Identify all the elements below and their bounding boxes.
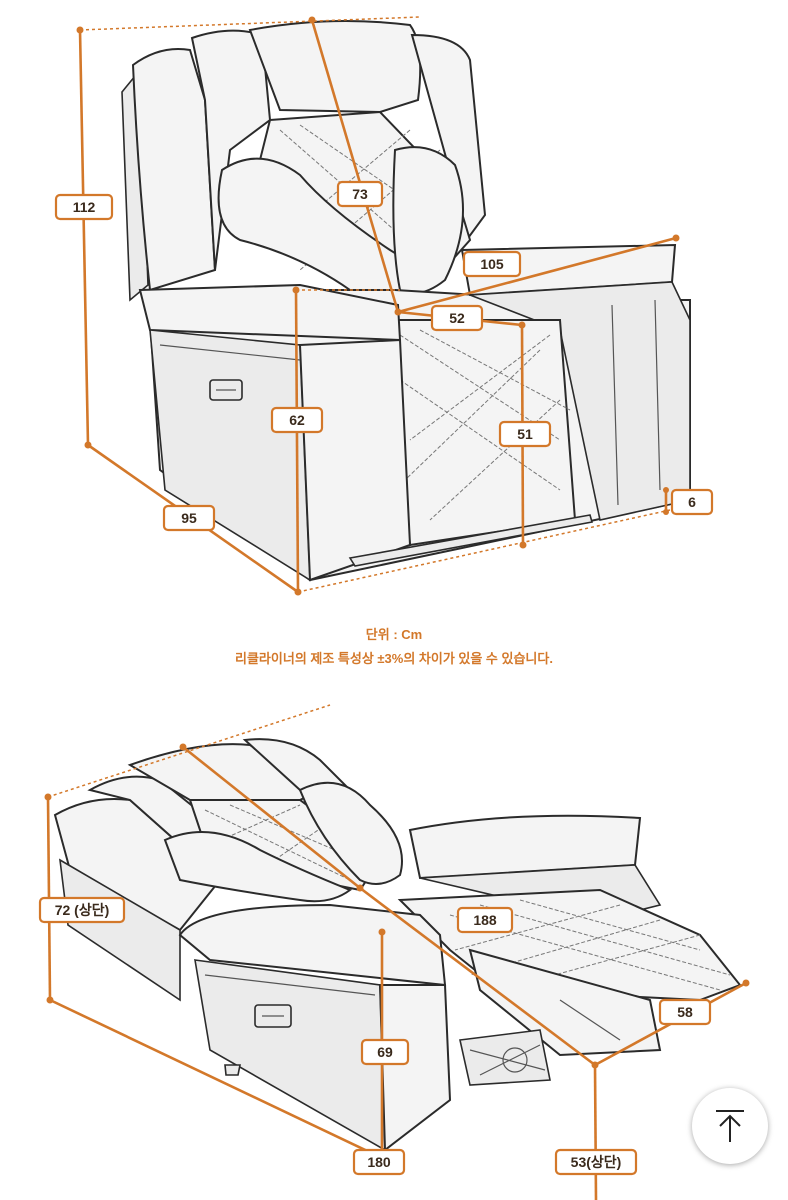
svg-text:53(상단): 53(상단): [571, 1154, 622, 1170]
svg-text:73: 73: [352, 186, 368, 202]
svg-text:58: 58: [677, 1004, 693, 1020]
scroll-to-top-button[interactable]: [692, 1088, 768, 1164]
svg-text:51: 51: [517, 426, 533, 442]
label-seat-height: 51: [498, 420, 552, 448]
label-height-total: 112: [54, 193, 114, 221]
svg-text:188: 188: [473, 912, 497, 928]
svg-text:72 (상단): 72 (상단): [55, 902, 110, 918]
recliner-reclined-sketch: [53, 738, 742, 1152]
unit-note: 단위 : Cm: [365, 627, 423, 642]
label-arm-height: 62: [270, 406, 324, 434]
svg-text:95: 95: [181, 510, 197, 526]
svg-text:6: 6: [688, 494, 696, 510]
svg-text:112: 112: [73, 199, 96, 215]
label-depth-total: 180: [352, 1148, 406, 1176]
label-footrest-length: 58: [658, 998, 712, 1026]
svg-text:62: 62: [289, 412, 305, 428]
arrow-up-icon: [716, 1110, 744, 1142]
svg-text:180: 180: [367, 1154, 391, 1170]
tolerance-note: 리클라이너의 제조 특성상 ±3%의 차이가 있을 수 있습니다.: [235, 651, 553, 666]
label-back-width: 73: [336, 180, 384, 208]
svg-text:52: 52: [449, 310, 465, 326]
top-dimension-lines: [76, 16, 680, 596]
label-reclined-height: 72 (상단): [38, 896, 126, 924]
label-arm-height-reclined: 69: [360, 1038, 410, 1066]
label-depth: 95: [162, 504, 216, 532]
svg-text:69: 69: [377, 1044, 393, 1060]
label-reclined-length: 188: [456, 906, 514, 934]
label-seat-width: 52: [430, 304, 484, 332]
label-arm-span: 105: [462, 250, 522, 278]
recliner-upright-sketch: [121, 20, 691, 582]
label-leg-clearance: 6: [670, 488, 714, 516]
label-footrest-height: 53(상단): [554, 1148, 638, 1176]
svg-text:105: 105: [480, 256, 504, 272]
